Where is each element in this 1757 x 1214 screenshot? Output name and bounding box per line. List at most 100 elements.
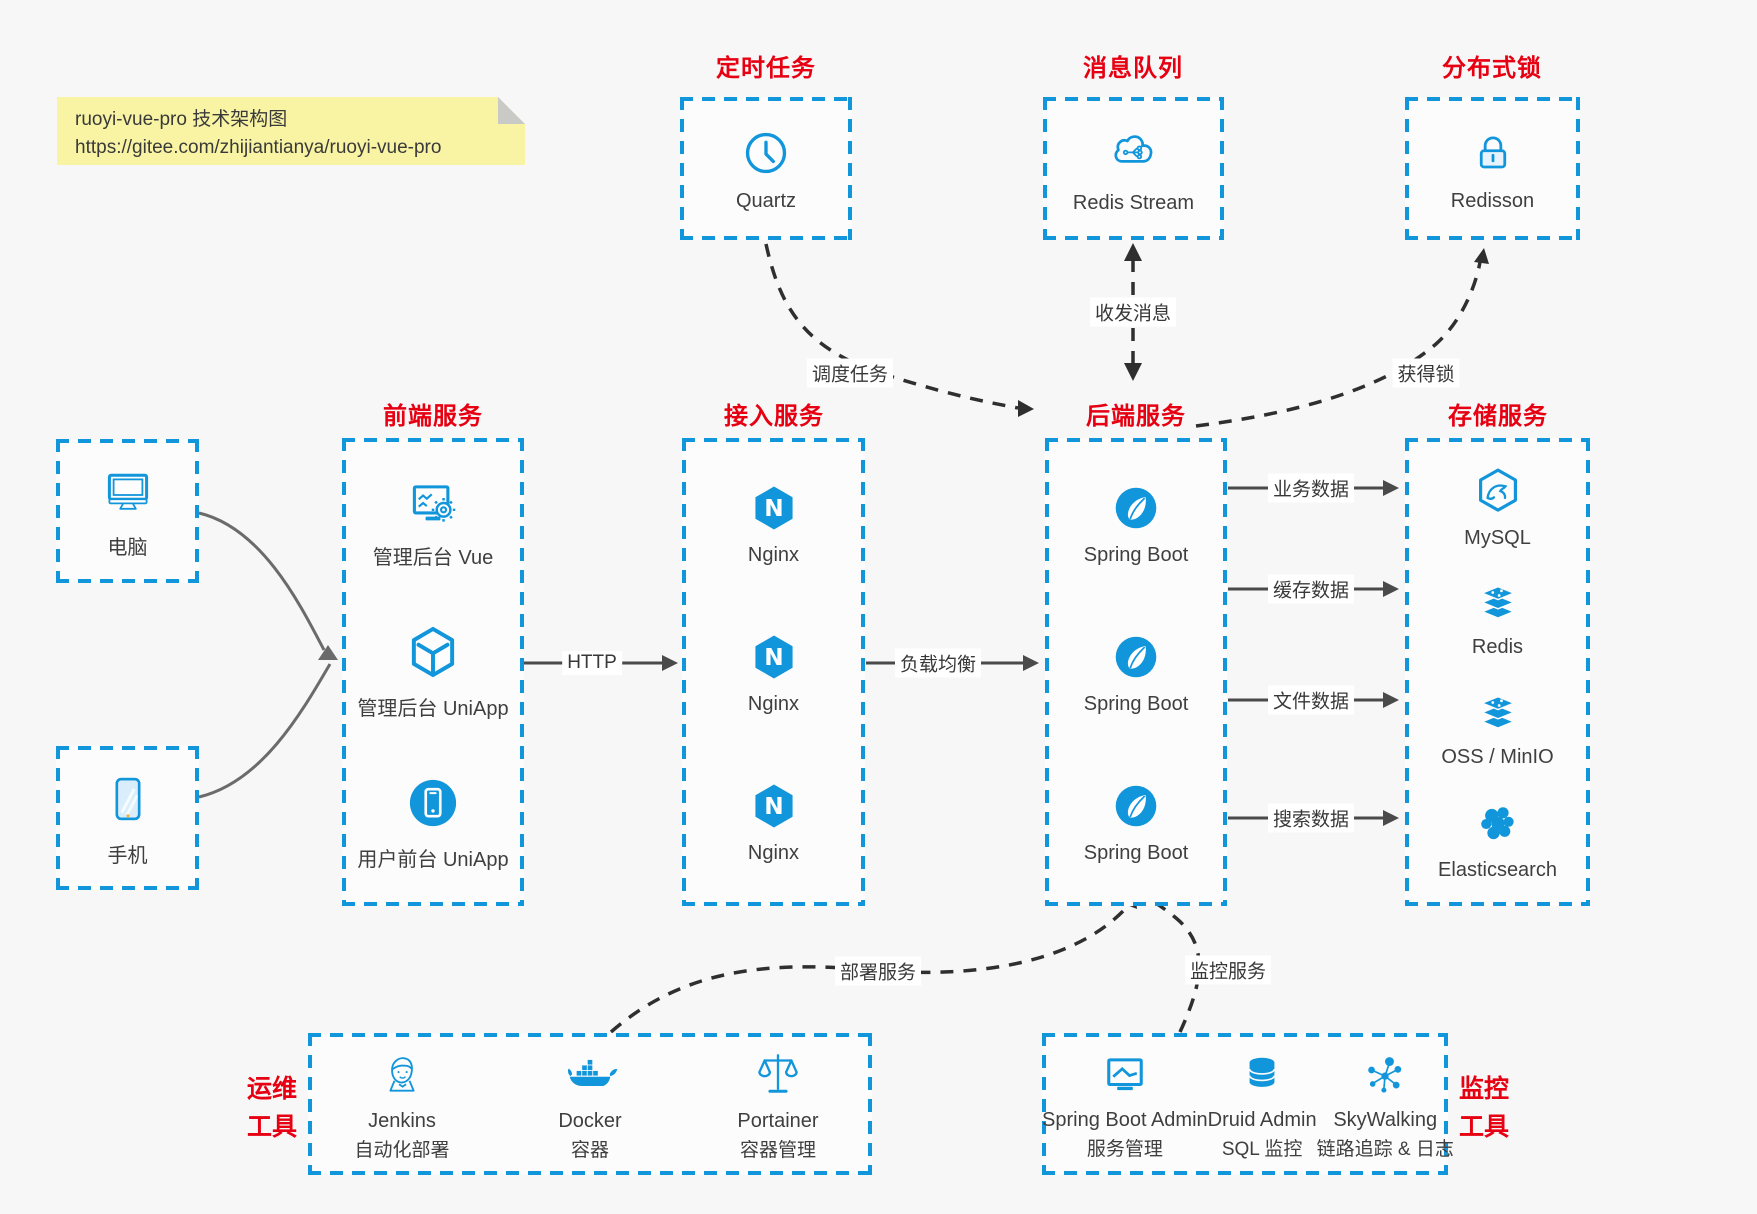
svg-text:N: N [764,495,783,522]
node-nginx: N Nginx [745,777,803,865]
tool-subtitle: 容器 [570,1139,609,1161]
node-label: Quartz [735,189,797,212]
header-frontend: 前端服务 [383,403,483,430]
note-fold-corner-icon [498,97,525,124]
header-backend: 后端服务 [1086,403,1186,430]
node-label: OSS / MinIO [1441,745,1554,768]
topology-icon [1368,1056,1402,1093]
node-label: Redisson [1450,189,1535,212]
node-label: 管理后台 UniApp [357,697,509,720]
node-label: Elasticsearch [1438,859,1557,882]
tool-subtitle: 服务管理 [1086,1138,1163,1160]
admin-vue-icon [412,485,456,522]
node-spring-boot: Spring Boot [1083,479,1189,567]
edge-label-message: 收发消息 [1089,297,1177,327]
node-user-uniapp: 用户前台 UniApp [357,770,509,872]
node-label: Spring Boot [1083,842,1189,865]
edge-label-schedule: 调度任务 [806,358,894,388]
node-jenkins: Jenkins 自动化部署 [308,1033,496,1175]
note-url: https://gitee.com/zhijiantianya/ruoyi-vu… [75,136,442,158]
monitoring-tools-label: 监控 工具 [1458,1075,1509,1141]
tool-name: Docker [558,1109,622,1132]
clock-icon [745,132,787,173]
node-label: MySQL [1464,526,1531,549]
edge-label-search-data: 搜索数据 [1267,803,1355,833]
edge-label-load-balance: 负载均衡 [894,648,982,678]
node-admin-uniapp: 管理后台 UniApp [357,619,509,721]
storage-stack-icon [1481,695,1514,729]
mysql-icon [1478,468,1517,512]
node-spring-boot-admin: Spring Boot Admin 服务管理 [1042,1033,1208,1175]
database-icon [1248,1057,1276,1087]
mobile-app-icon [409,779,457,826]
node-label: 电脑 [107,537,148,559]
header-storage: 存储服务 [1448,403,1548,430]
node-nginx: N Nginx [745,628,803,716]
node-label: Nginx [747,842,800,865]
node-label: 管理后台 Vue [372,547,494,570]
svg-text:N: N [764,644,783,671]
node-spring-boot: Spring Boot [1083,777,1189,865]
docker-icon [567,1059,618,1086]
node-redisson: Redisson [1405,97,1580,240]
desktop-icon [107,473,148,510]
node-quartz: Quartz [680,97,852,240]
node-label: 用户前台 UniApp [357,848,509,871]
edge-label-http: HTTP [562,651,622,675]
phone-icon [115,777,140,821]
note-title: ruoyi-vue-pro 技术架构图 [75,109,288,130]
sticky-note: ruoyi-vue-pro 技术架构图 https://gitee.com/zh… [57,97,525,165]
node-redis: Redis [1469,577,1527,659]
tool-name: Spring Boot Admin [1042,1108,1208,1131]
node-label: Nginx [747,543,800,566]
group-frontend: 管理后台 Vue 管理后台 UniApp 用户前台 UniApp [342,438,524,906]
group-monitoring-tools: Spring Boot Admin 服务管理 Druid Admin SQL 监… [1042,1033,1454,1175]
tool-subtitle: 链路追踪 & 日志 [1316,1138,1454,1160]
header-message-queue: 消息队列 [1083,55,1183,82]
node-label: 手机 [107,845,148,867]
node-oss-minio: OSS / MinIO [1441,687,1554,769]
node-spring-boot: Spring Boot [1083,628,1189,716]
group-ops-tools: Jenkins 自动化部署 Docker 容器 [308,1033,872,1175]
node-admin-vue: 管理后台 Vue [373,472,493,570]
node-docker: Docker 容器 [496,1033,684,1175]
edge-label-monitor: 监控服务 [1184,955,1272,985]
spring-icon [1115,487,1157,528]
jenkins-icon [389,1056,415,1092]
header-gateway: 接入服务 [724,403,824,430]
node-skywalking: SkyWalking 链路追踪 & 日志 [1317,1033,1454,1175]
cube-icon [411,626,455,678]
edge-label-biz-data: 业务数据 [1267,473,1355,503]
node-nginx: N Nginx [745,479,803,567]
scales-icon [758,1053,798,1093]
edge-label-cache-data: 缓存数据 [1267,574,1355,604]
nginx-icon: N [754,635,793,679]
ops-tools-label: 运维 工具 [246,1075,297,1141]
group-storage: MySQL Redis OSS / Mi [1405,438,1590,906]
node-phone: 手机 [56,746,199,890]
header-scheduled-tasks: 定时任务 [716,55,816,82]
node-druid-admin: Druid Admin SQL 监控 [1208,1033,1317,1175]
spring-icon [1115,636,1157,678]
node-label: Spring Boot [1083,692,1189,715]
tool-name: Druid Admin [1207,1108,1317,1131]
tool-name: Portainer [737,1109,819,1132]
node-redis-stream: Redis Stream [1043,97,1224,240]
header-distributed-lock: 分布式锁 [1442,55,1542,82]
tool-name: Jenkins [368,1109,436,1132]
tool-subtitle: SQL 监控 [1221,1138,1303,1160]
tool-subtitle: 容器管理 [739,1139,816,1161]
nginx-icon: N [754,784,793,828]
node-label: Redis Stream [1072,191,1195,214]
monitor-chart-icon [1107,1057,1143,1090]
edge-label-file-data: 文件数据 [1267,685,1355,715]
node-label: Redis [1471,636,1524,659]
cloud-stream-icon [1114,134,1152,163]
tool-subtitle: 自动化部署 [354,1139,450,1161]
group-gateway: N Nginx N Nginx N Nginx [682,438,865,906]
edge-label-deploy: 部署服务 [834,956,922,986]
node-elasticsearch: Elasticsearch [1438,796,1557,882]
spring-icon [1115,786,1157,827]
node-label: Spring Boot [1083,543,1189,566]
